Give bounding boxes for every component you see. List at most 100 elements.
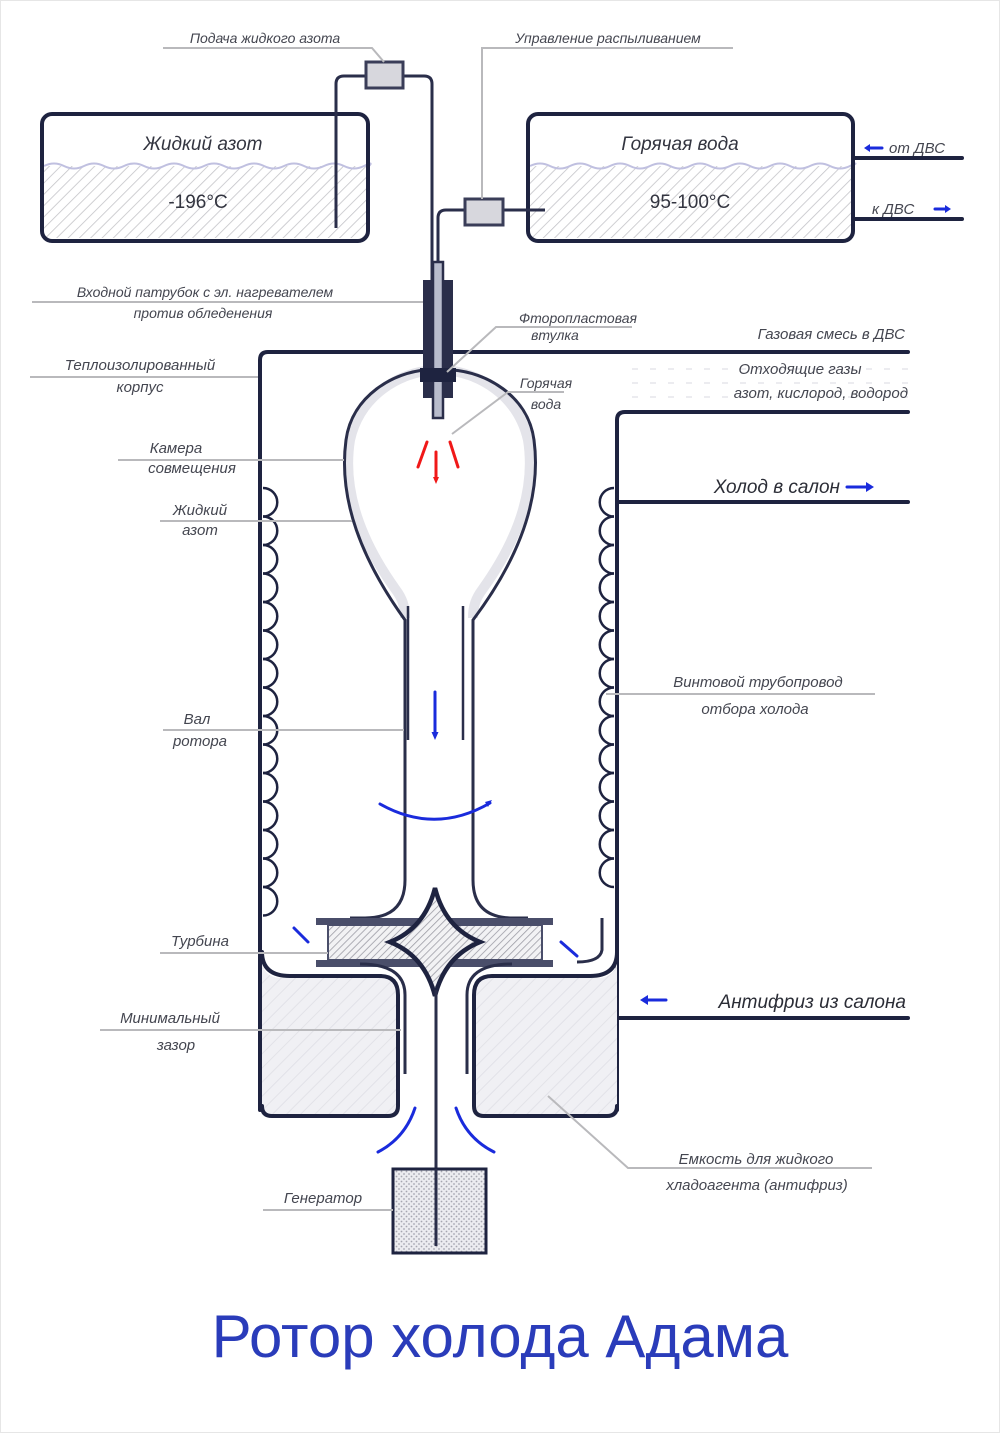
chamber-shaft-right-wall [451,368,538,920]
turbine [316,887,553,997]
hot-water-leader [451,391,564,435]
coil-loop [598,686,615,718]
nitrogen-tank: Жидкий азот -196°C [40,112,372,243]
coil-loop [262,543,279,575]
exhaust-label-line1: Отходящие газы [738,361,861,378]
arrow-right-icon [933,205,951,213]
turbine-rotor-star [383,887,487,997]
inlet-label-line2: против обледенения [134,305,273,321]
hot-water-label-line2: вода [531,396,562,412]
coil-loop [262,800,279,832]
to-ice-label: к ДВС [872,201,914,218]
chamber-label-line1: Камера [150,440,203,457]
inlet-label-line1: Входной патрубок с эл. нагревателем [77,284,334,300]
ptfe-leader [446,326,632,373]
rotation-arrow [378,800,492,821]
arrow-left-icon [640,995,668,1005]
coil-loop [598,771,615,803]
generator-box [391,1167,488,1255]
nitrogen-liquid-fill [44,166,369,238]
chamber-nitrogen-film-right [443,365,535,619]
gap-label-line2: зазор [156,1037,195,1054]
flow-down-arrow [431,690,439,740]
chamber-shaft-left-wall [342,368,427,920]
insulated-housing [258,350,910,1112]
coil-loop [262,486,279,518]
minimal-gap-left [359,962,407,1074]
hot-water-tank-title: Горячая вода [621,134,738,155]
coil-loop [598,714,615,746]
coil-loop [598,515,615,547]
ptfe-label-line1: Фторопластовая [519,310,637,326]
spray-control-leader [481,47,733,199]
nitrogen-feed-leader [163,47,385,63]
coil-loop [598,743,615,775]
coil-loop [262,629,279,661]
hot-water-tank: Горячая вода 95-100°C от ДВС к ДВС [526,112,964,243]
coil-loop [598,486,615,518]
spray-control-valve [463,197,505,227]
gap-label-line1: Минимальный [120,1010,221,1027]
exhaust-gas-band [630,358,908,410]
housing-label-line2: корпус [116,379,164,396]
flow-out-right [454,1106,496,1154]
hot-water-tank-temperature: 95-100°C [650,192,730,213]
ptfe-label-line2: втулка [531,327,579,343]
minimal-gap-right [465,962,513,1074]
reservoir-leader [547,1095,872,1169]
coil-loop [598,629,615,661]
reservoir-label-line2: хладоагента (антифриз) [665,1177,848,1194]
arrow-left-icon [864,144,884,152]
coil-loop [262,771,279,803]
reservoir-label-line1: Емкость для жидкого [679,1151,834,1168]
coil-loop [262,572,279,604]
ptfe-bushing [420,368,456,382]
liquid-nitrogen-label-line2: азот [182,522,218,539]
gas-mix-label: Газовая смесь в ДВС [758,326,906,343]
coil-label-line2: отбора холода [701,701,808,718]
exhaust-label-line2: азот, кислород, водород [734,385,908,402]
hot-water-spray-arrows [416,440,460,484]
coil-loop [262,657,279,689]
housing-inner-wall [615,410,910,1112]
nitrogen-tank-title: Жидкий азот [142,134,262,155]
turbine-label: Турбина [171,933,229,950]
coil-loop [262,857,279,889]
coil-loop [262,885,279,917]
hot-water-liquid-surface [529,162,857,170]
antifreeze-from-cabin-label: Антифриз из салона [718,992,906,1013]
liquid-nitrogen-label-line1: Жидкий [172,502,228,519]
flow-out-left [376,1106,417,1154]
coil-return-right [576,918,604,964]
chamber-label-line2: совмещения [148,460,236,477]
coil-loop [598,572,615,604]
coil-loop [598,657,615,689]
nitrogen-liquid-surface [43,162,372,170]
hot-water-tank-outline [526,112,855,243]
coil-loop [262,743,279,775]
shaft-label-line1: Вал [184,711,211,728]
hot-water-liquid-fill [530,166,852,238]
inlet-nozzle [420,260,456,420]
helical-coil-left [262,486,279,917]
coil-loop [598,543,615,575]
coil-loop [262,600,279,632]
generator-label: Генератор [284,1190,362,1207]
coil-label-line1: Винтовой трубопровод [673,674,842,691]
nitrogen-feed-valve [364,60,405,90]
flow-in-right [559,940,579,958]
diagram-title: Ротор холода Адама [211,1303,789,1370]
flow-in-left [292,926,310,944]
nitrogen-feed-label: Подача жидкого азота [190,30,341,46]
coil-loop [598,800,615,832]
spray-control-pipe [436,197,545,290]
mixing-chamber [342,365,538,920]
hot-water-label-line1: Горячая [520,375,573,391]
coil-loop [262,515,279,547]
arrow-right-icon [845,482,874,492]
coil-loop [262,828,279,860]
antifreeze-reservoir [260,918,619,1118]
housing-label-line1: Теплоизолированный [65,357,216,374]
coil-loop [598,828,615,860]
